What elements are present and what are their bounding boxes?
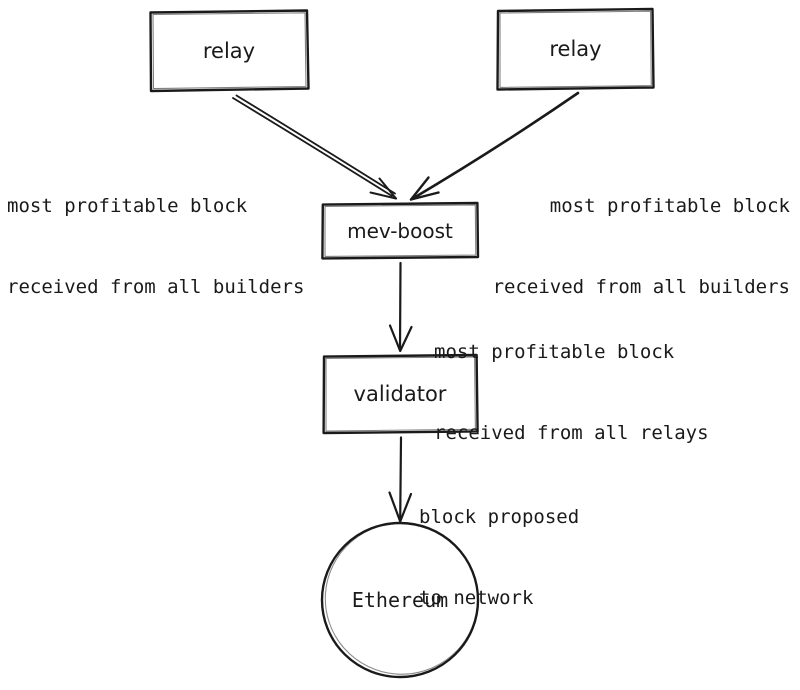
edge-label-line: received from all builders	[492, 276, 790, 298]
edge-label-line: to network	[419, 587, 534, 609]
node-ethereum: Ethereum	[351, 588, 449, 612]
ethereum-circle-outline	[320, 521, 480, 679]
node-mev-boost: mev-boost	[347, 218, 453, 243]
arrow-relay-left-to-mev-boost	[232, 94, 397, 200]
node-relay-right: relay	[549, 37, 602, 61]
edge-label-line: received from all relays	[434, 422, 709, 444]
edge-label-line: most profitable block	[7, 195, 248, 217]
edge-label-mev-boost-to-validator: most profitable block received from all …	[434, 285, 709, 501]
relay-left-box-outline	[149, 9, 310, 93]
validator-box-outline	[322, 353, 479, 435]
node-validator: validator	[353, 382, 447, 406]
arrow-mev-boost-to-validator	[388, 261, 413, 353]
edge-label-line: received from all builders	[7, 276, 305, 298]
relay-right-box-outline	[496, 7, 655, 91]
edge-label-line: most profitable block	[549, 195, 790, 217]
edge-label-line: block proposed	[419, 506, 580, 528]
edge-label-relay-right-to-mev-boost: most profitable block received from all …	[493, 139, 790, 355]
edge-label-line: most profitable block	[434, 341, 675, 363]
edge-label-validator-to-ethereum: block proposed to network	[419, 450, 579, 666]
mev-boost-box-outline	[321, 201, 480, 260]
node-relay-left: relay	[202, 38, 256, 63]
edge-label-relay-left-to-mev-boost: most profitable block received from all …	[7, 139, 304, 355]
arrow-validator-to-ethereum	[388, 436, 413, 523]
arrow-relay-right-to-mev-boost	[409, 91, 580, 201]
